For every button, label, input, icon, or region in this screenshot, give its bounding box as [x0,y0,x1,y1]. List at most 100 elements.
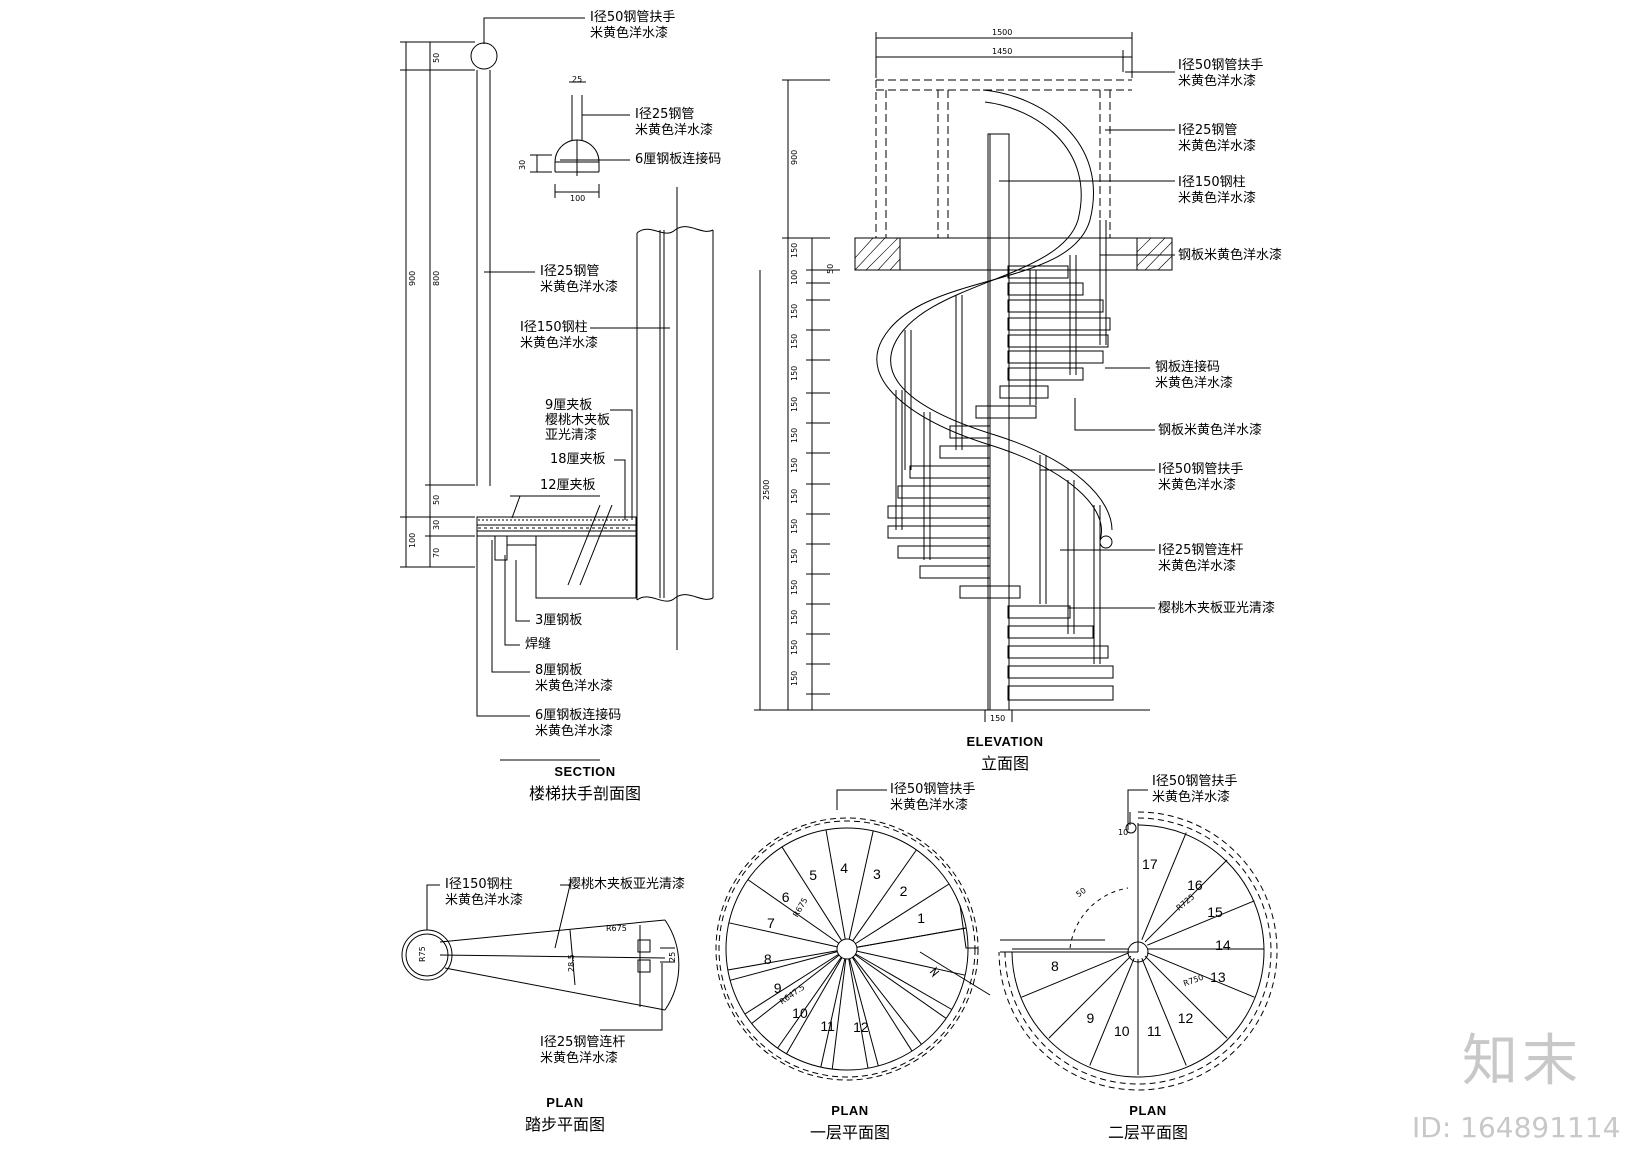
section-plate6-label: 6厘钢板连接码 [635,152,722,167]
plan-first-step-9: 9 [773,980,782,996]
elev-dim-b150: 150 [990,714,1006,723]
elev-step-dim: 150 [790,457,799,473]
plan-step-cherry-label: 樱桃木夹板亚光清漆 [568,877,686,892]
section-rail50-label: Ⅰ径50钢管扶手米黄色洋水漆 [590,10,676,41]
plan-step-divider [1147,901,1254,945]
elev-step-dim: 150 [790,488,799,504]
plan-step-divider [1090,958,1134,1065]
plan-step-title-en: PLAN [546,1095,584,1110]
section-dim-100b: 100 [570,194,586,203]
section-ply12-label: 12厘夹板 [540,478,596,493]
section-pipe25b-label: Ⅰ径25钢管米黄色洋水漆 [540,264,619,295]
elev-plate2-label: 钢板米黄色洋水漆 [1158,423,1263,438]
plan-step-divider [1145,860,1227,942]
elevation-view [754,32,1175,722]
elev-plate-label: 钢板米黄色洋水漆 [1178,248,1283,263]
plan-first-title-en: PLAN [831,1103,869,1118]
section-dim-70: 70 [432,547,441,558]
plan-first-step-4: 4 [840,860,849,877]
elev-step-dim: 150 [790,609,799,625]
plan-second-step-17: 17 [1142,855,1158,872]
section-title-cn: 楼梯扶手剖面图 [528,784,641,803]
plan-step-divider [832,959,846,1069]
elevation-title-cn: 立面图 [980,754,1029,773]
section-plate6b-label: 6厘钢板连接码米黄色洋水漆 [535,708,622,739]
section-weld-label: 焊缝 [525,637,552,652]
plan-step-pipe25-label: Ⅰ径25钢管连杆米黄色洋水漆 [540,1035,626,1066]
elev-step-dim: 150 [790,670,799,686]
plan-step-view [402,885,679,1030]
plan-step-divider [1049,956,1131,1038]
plan-step-divider [826,830,845,939]
section-title-en: SECTION [554,764,616,779]
plan-first-step-8: 8 [763,951,772,968]
plan-step-divider [1022,953,1129,997]
plan-second-step-14: 14 [1215,937,1231,954]
plan-step-divider [821,959,845,1067]
plan-first-step-6: 6 [781,888,790,905]
elev-step-dim: 150 [790,548,799,564]
elev-step-dim: 150 [790,365,799,381]
section-dim-30: 30 [432,519,441,530]
plan-step-divider [852,957,912,1051]
plan-step-divider [1147,953,1254,997]
elev-pipe25-label: Ⅰ径25钢管米黄色洋水漆 [1178,123,1257,154]
plan-step-divider [856,954,952,1010]
plan-second-view [999,790,1277,1090]
section-dim-30b: 30 [518,159,527,170]
plan-step-title-cn: 踏步平面图 [524,1115,605,1134]
elev-dim-150: 150 [790,242,799,258]
elev-dim-100: 100 [790,269,799,285]
elev-step-dim: 150 [790,518,799,534]
elev-step-dim: 150 [790,303,799,319]
watermark-logo: 知末 [1462,1029,1582,1094]
section-view [400,18,713,760]
plan-step-divider [782,847,842,941]
plan-step-divider [849,831,873,939]
section-dim-800: 800 [432,270,441,286]
section-col150-label: Ⅰ径150钢柱米黄色洋水漆 [520,320,599,351]
elev-rail50b-label: Ⅰ径50钢管扶手米黄色洋水漆 [1158,462,1244,493]
plan-second-step-11: 11 [1146,1023,1162,1040]
plan-step-divider [857,928,966,947]
plan-first-step-12: 12 [853,1018,869,1035]
elev-dim-1500: 1500 [992,28,1013,37]
plan-second-title-en: PLAN [1129,1103,1167,1118]
section-dim-100: 100 [408,532,417,548]
plan-first-view [716,790,990,1080]
plan-first-title-cn: 一层平面图 [809,1123,890,1142]
plan-step-divider [1145,956,1227,1038]
plan-step-divider [853,957,921,1044]
plan-step-divider [787,958,843,1054]
plan-step-divider [857,951,965,975]
plan-second-step-12: 12 [1177,1010,1194,1027]
plan-second-step-16: 16 [1187,876,1203,893]
elev-step-dim: 150 [790,396,799,412]
plan-step-divider [778,957,842,1048]
plan-step-divider [849,959,868,1068]
plan-step-divider [850,959,879,1066]
plan-first-step-7: 7 [767,915,775,932]
plan-step-divider [748,880,839,944]
plan-step-divider [855,955,946,1019]
section-dim-25: 25 [572,75,583,84]
section-steel8-label: 8厘钢板米黄色洋水漆 [535,663,614,694]
plan-first-step-2: 2 [899,883,908,900]
plan-step-divider [728,951,837,970]
plan-step-dim-r675: R675 [606,924,627,933]
elev-dim-50: 50 [826,263,835,274]
elev-dim-900: 900 [790,149,799,165]
plan-second-step-10: 10 [1113,1023,1130,1040]
elev-dim-1450: 1450 [992,47,1013,56]
plan-second-step-9: 9 [1086,1010,1095,1027]
plan-first-step-11: 11 [820,1017,835,1034]
elev-step-dim: 150 [790,639,799,655]
plan-first-rail-label: Ⅰ径50钢管扶手米黄色洋水漆 [890,782,976,813]
section-dim-50b: 50 [432,494,441,505]
plan-second-dim-10: 10 [1118,828,1129,837]
elev-step-dim: 150 [790,333,799,349]
plan-first-step-5: 5 [809,867,818,884]
section-pipe25-label: Ⅰ径25钢管米黄色洋水漆 [635,107,714,138]
